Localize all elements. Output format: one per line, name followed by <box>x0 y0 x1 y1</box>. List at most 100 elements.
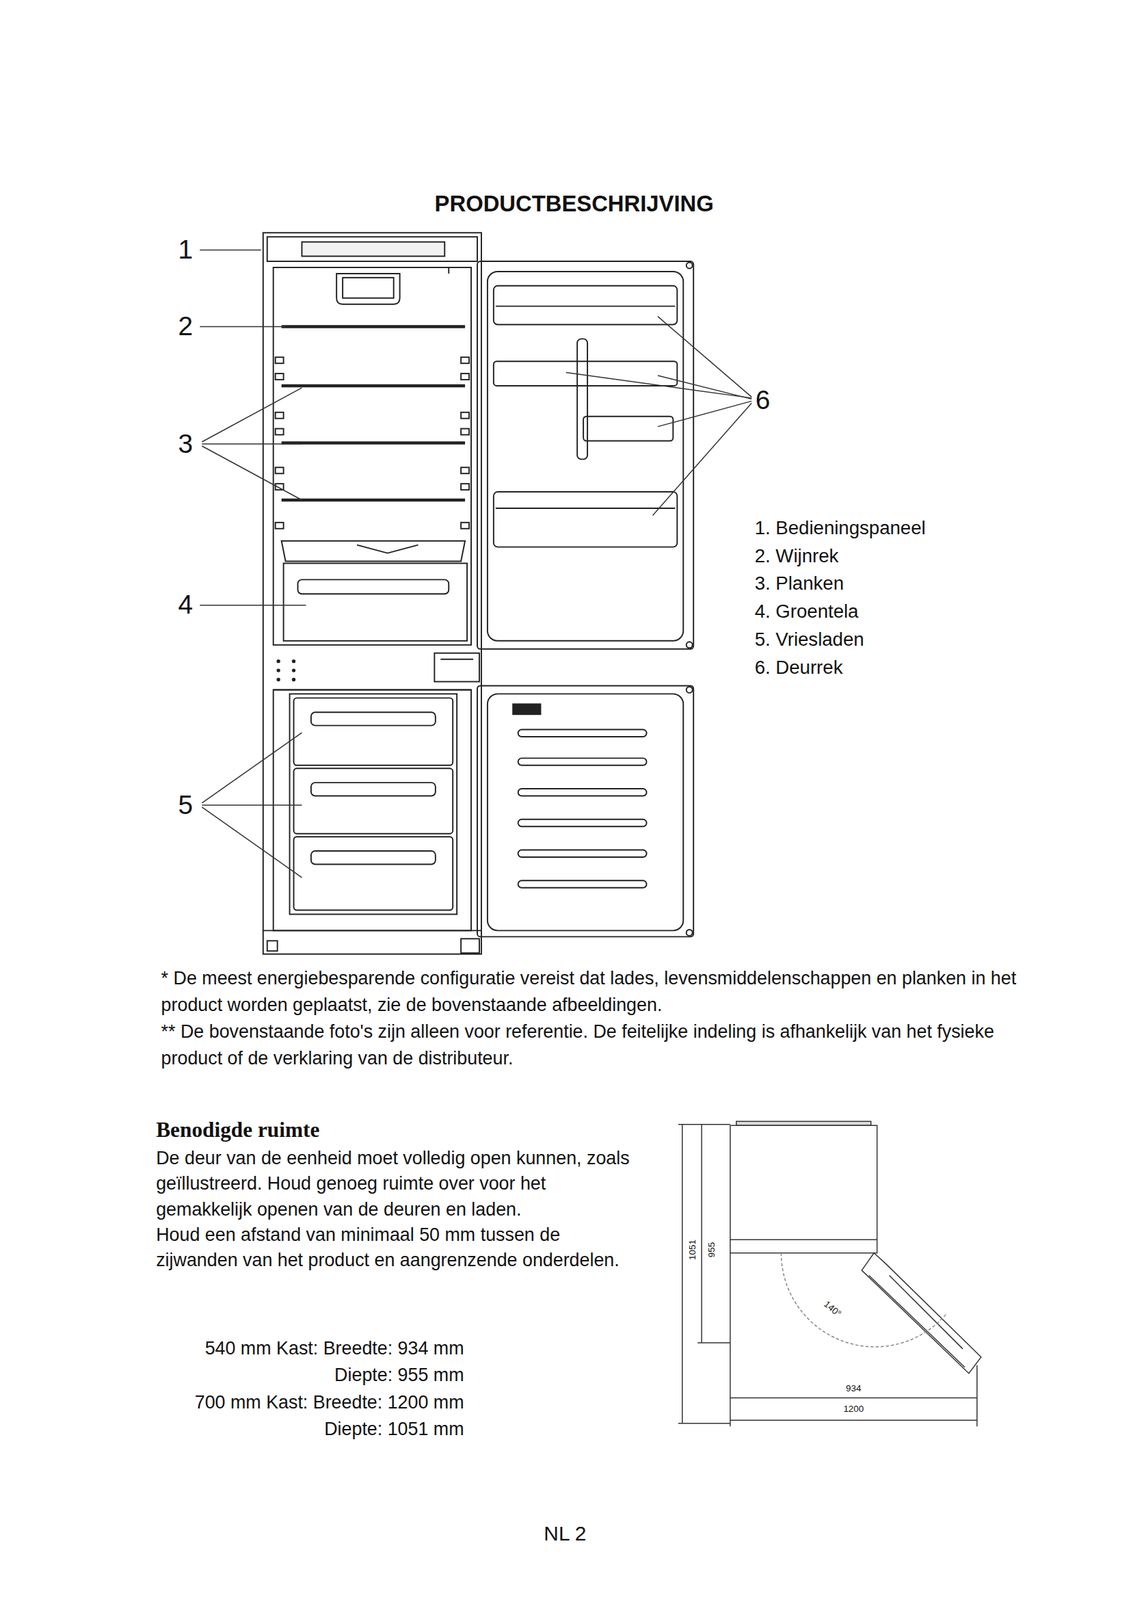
dimension-text: Diepte: 955 mm <box>122 1363 465 1387</box>
control-dots-part <box>276 659 280 663</box>
page-title: PRODUCTBESCHRIJVING <box>434 190 714 219</box>
space-plan-part <box>889 1275 963 1349</box>
leader-lines-part <box>657 400 752 427</box>
control-dots-part <box>291 677 296 682</box>
fridge-door-part <box>487 271 684 641</box>
control-dots-part <box>276 668 280 672</box>
fridge-cabinet-part <box>460 373 470 380</box>
freezer-door <box>477 685 694 937</box>
fridge-cabinet-part <box>311 782 436 796</box>
freezer-door-part <box>518 880 647 887</box>
space-plan-part <box>736 1120 872 1125</box>
callout-number: 2 <box>178 309 194 343</box>
leader-lines-part <box>657 316 752 398</box>
fridge-door-part <box>686 262 693 269</box>
leader-lines-part <box>201 732 302 803</box>
fridge-cabinet-part <box>275 373 284 380</box>
fridge-cabinet <box>263 232 482 954</box>
fridge-cabinet-part <box>281 441 465 444</box>
fridge-cabinet-part <box>447 267 450 274</box>
fridge-cabinet-part <box>263 929 482 931</box>
fridge-cabinet-part <box>273 267 472 645</box>
space-plan-part <box>730 1239 878 1240</box>
dimension-value: 934 <box>845 1381 861 1394</box>
space-plan-part <box>678 1123 731 1125</box>
fridge-cabinet-part <box>311 850 436 864</box>
callout-number: 3 <box>178 427 194 461</box>
fridge-cabinet-part <box>294 836 454 910</box>
fridge-door-part <box>495 507 675 509</box>
control-dots <box>276 659 296 682</box>
fridge-cabinet-part <box>294 697 454 765</box>
fridge-cabinet-part <box>301 242 445 257</box>
freezer-door-part <box>518 849 647 857</box>
fridge-cabinet-part <box>273 689 472 930</box>
freezer-door-part <box>487 693 684 930</box>
fridge-cabinet-part <box>281 498 465 502</box>
leader-lines-part <box>199 604 306 606</box>
part-list-item: 2. Wijnrek <box>754 544 840 568</box>
angle-value: 140° <box>821 1297 844 1320</box>
leader-lines <box>199 250 752 878</box>
fridge-cabinet-part <box>281 324 465 328</box>
fridge-door-part <box>686 641 693 648</box>
body-text: Houd een afstand van minimaal 50 mm tuss… <box>155 1221 644 1274</box>
fridge-cabinet-part <box>356 544 418 554</box>
fridge-cabinet-part <box>336 273 400 305</box>
fridge-door-part <box>493 361 677 386</box>
fridge-cabinet-part <box>275 467 284 474</box>
fridge-cabinet-part <box>460 467 470 474</box>
freezer-door-part <box>518 788 647 796</box>
fridge-cabinet-part <box>342 277 394 299</box>
leader-lines-part <box>653 402 753 515</box>
space-plan-part <box>780 1252 947 1347</box>
fridge-cabinet-part <box>460 428 470 435</box>
part-list-item: 6. Deurrek <box>754 655 844 680</box>
dimension-value: 1051 <box>686 1239 699 1260</box>
callout-number: 4 <box>178 588 194 621</box>
fridge-cabinet-part <box>283 562 468 641</box>
leader-lines-part <box>199 326 286 327</box>
freezer-door-part <box>518 819 647 827</box>
fridge-door-part <box>495 305 675 308</box>
control-dots-part <box>276 677 280 682</box>
callout-number: 1 <box>178 233 194 266</box>
part-list-item: 1. Bedieningspaneel <box>754 516 926 540</box>
fridge-door-part <box>493 491 677 548</box>
dimension-text: Diepte: 1051 mm <box>122 1417 465 1441</box>
fridge-cabinet-part <box>311 711 436 725</box>
fridge-cabinet-part <box>460 412 470 419</box>
leader-lines-part <box>201 804 302 805</box>
fridge-cabinet-part <box>460 938 480 953</box>
note: ** De bovenstaande foto's zijn alleen vo… <box>161 1018 1039 1072</box>
fridge-cabinet-part <box>275 522 284 529</box>
freezer-door-part <box>686 686 693 693</box>
dimension-value: 1200 <box>843 1402 864 1415</box>
space-plan-part <box>730 1396 978 1398</box>
fridge-cabinet-part <box>275 356 284 364</box>
fridge-cabinet-part <box>275 428 284 435</box>
fridge-cabinet-part <box>460 522 470 529</box>
page-number: NL 2 <box>543 1520 587 1546</box>
space-plan <box>678 1120 982 1426</box>
body-text: De deur van de eenheid moet volledig ope… <box>155 1145 644 1222</box>
fridge-cabinet-part <box>297 579 449 594</box>
note: * De meest energiebesparende configurati… <box>161 964 1039 1019</box>
control-dots-part <box>291 668 296 672</box>
leader-lines-part <box>201 445 302 500</box>
leader-lines-part <box>201 806 302 878</box>
leader-lines-part <box>199 249 261 251</box>
fridge-door-part <box>583 416 673 442</box>
fridge-cabinet-part <box>275 412 284 419</box>
freezer-door-part <box>518 757 647 765</box>
space-plan-part <box>730 1419 978 1421</box>
callout-number: 6 <box>755 382 771 416</box>
fridge-cabinet-part <box>263 232 482 954</box>
space-plan-part <box>869 1275 965 1367</box>
freezer-door-part <box>686 929 693 936</box>
dimension-text: 700 mm Kast: Breedte: 1200 mm <box>122 1390 465 1415</box>
space-plan-part <box>729 1252 731 1427</box>
fridge-cabinet-part <box>267 236 478 262</box>
space-plan-part <box>730 1124 878 1253</box>
